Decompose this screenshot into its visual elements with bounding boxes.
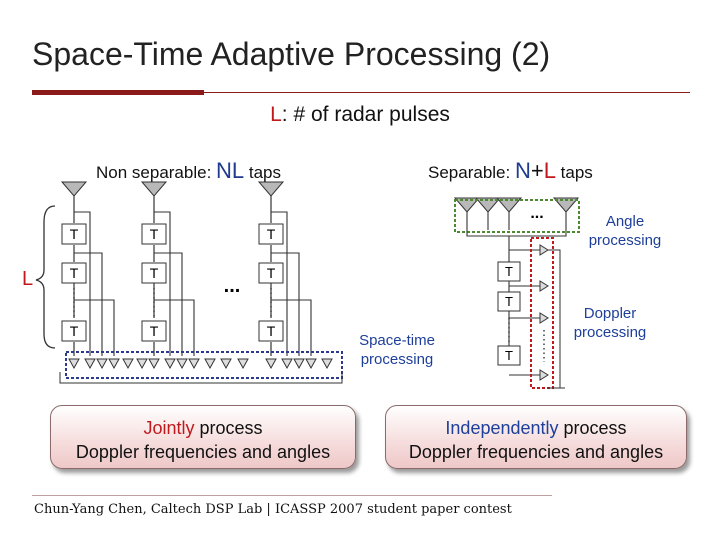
footer-rule — [32, 495, 552, 496]
subtitle: L: # of radar pulses — [0, 103, 720, 127]
title-underline-thick — [32, 90, 204, 95]
right-tap-boxes: T T T — [497, 261, 521, 366]
svg-text:T: T — [267, 226, 276, 242]
svg-text:T: T — [267, 323, 276, 339]
separable-prefix: Separable: — [428, 163, 515, 182]
independently-emphasis: Independently — [445, 418, 559, 438]
l-marker: L — [22, 268, 34, 290]
svg-text:T: T — [150, 265, 159, 281]
separable-label: Separable: N+L taps — [428, 158, 593, 184]
jointly-box: Jointly process Doppler frequencies and … — [50, 405, 356, 469]
svg-text:...: ... — [530, 205, 543, 222]
separable-n: N — [514, 158, 531, 183]
svg-text:T: T — [150, 226, 159, 242]
svg-text:T: T — [70, 323, 79, 339]
jointly-line1: Jointly process — [51, 416, 355, 440]
svg-text:T: T — [505, 348, 513, 363]
independently-rest: process — [558, 418, 627, 438]
footer: Chun-Yang Chen, Caltech DSP Lab | ICASSP… — [34, 502, 512, 517]
doppler-box — [530, 237, 554, 389]
left-antennas — [61, 181, 284, 197]
antenna-icon — [141, 181, 167, 197]
separable-l: L — [543, 158, 556, 183]
svg-text:T: T — [150, 323, 159, 339]
jointly-rest: process — [194, 418, 263, 438]
l-brace — [35, 205, 56, 349]
svg-text:T: T — [267, 265, 276, 281]
separable-plus: + — [530, 158, 544, 183]
subtitle-text: : # of radar pulses — [281, 103, 450, 126]
jointly-emphasis: Jointly — [143, 418, 195, 438]
angle-box — [454, 199, 580, 233]
non-separable-suffix: taps — [244, 163, 282, 182]
space-time-box — [65, 351, 343, 379]
right-multipliers — [539, 244, 549, 381]
separable-suffix: taps — [555, 163, 593, 182]
left-tap-boxes: T T T T T T T T T ... — [61, 223, 284, 342]
angle-processing-label: Angle processing — [588, 213, 662, 249]
svg-text:T: T — [70, 265, 79, 281]
svg-text:T: T — [505, 264, 513, 279]
non-separable-label: Non separable: NL taps — [96, 158, 281, 184]
jointly-line2: Doppler frequencies and angles — [75, 442, 331, 462]
left-multipliers — [68, 358, 333, 369]
svg-text:T: T — [505, 294, 513, 309]
non-separable-prefix: Non separable: — [96, 163, 217, 182]
antenna-icon — [61, 181, 87, 197]
non-separable-value: NL — [216, 158, 245, 183]
doppler-processing-label: Doppler processing — [573, 305, 647, 341]
antenna-icon — [258, 181, 284, 197]
subtitle-l: L — [270, 103, 282, 126]
independently-box: Independently process Doppler frequencie… — [385, 405, 687, 469]
independently-line2: Doppler frequencies and angles — [408, 442, 664, 462]
svg-text:...: ... — [224, 275, 241, 297]
space-time-processing-label: Space-time processing — [359, 332, 435, 368]
page-title: Space-Time Adaptive Processing (2) — [32, 36, 551, 72]
independently-line1: Independently process — [386, 416, 686, 440]
title-underline-thin — [204, 92, 690, 93]
svg-text:T: T — [70, 226, 79, 242]
